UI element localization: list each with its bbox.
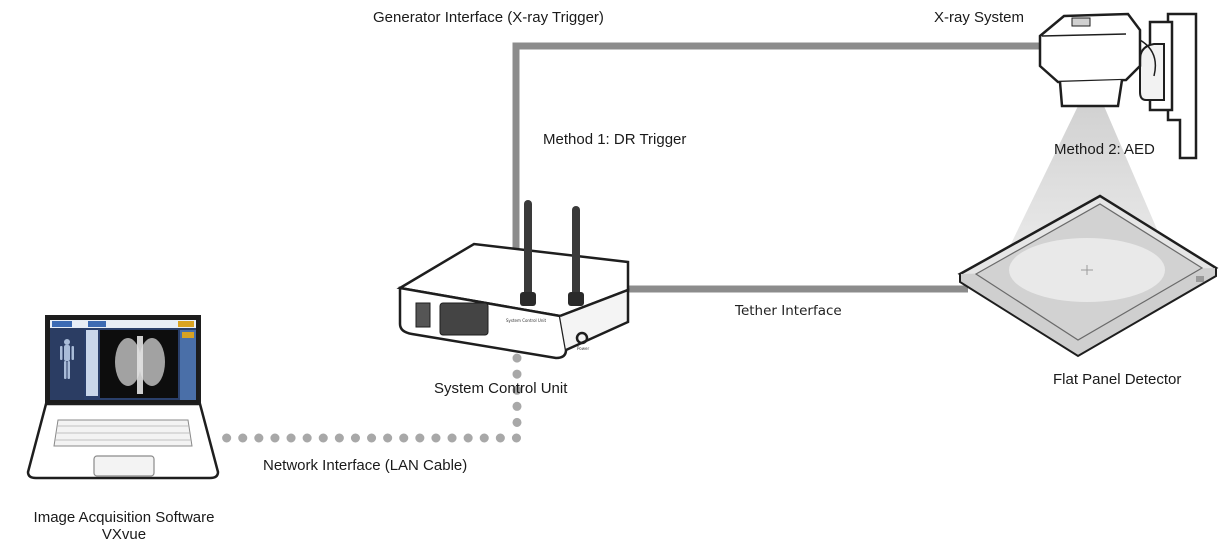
flat-panel-detector-label: Flat Panel Detector — [1053, 371, 1182, 388]
unit-plate-text: System Control Unit — [506, 318, 546, 323]
tether-interface-label: Tether Interface — [735, 303, 842, 319]
system-control-unit-device: System Control Unit Power — [396, 200, 630, 360]
generator-interface-cable — [512, 42, 1040, 252]
body-figure — [60, 339, 74, 379]
system-control-unit-label: System Control Unit — [434, 380, 568, 397]
network-interface-label: Network Interface (LAN Cable) — [263, 457, 468, 474]
software-name-line: Image Acquisition Software — [33, 509, 215, 526]
lan-cable — [207, 353, 522, 443]
software-product-line: VXvue — [101, 526, 147, 543]
xray-system-label: X-ray System — [934, 9, 1025, 26]
generator-interface-label: Generator Interface (X-ray Trigger) — [373, 9, 604, 26]
method-2-label: Method 2: AED — [1054, 141, 1155, 158]
method-1-label: Method 1: DR Trigger — [543, 131, 687, 148]
power-label: Power — [577, 346, 589, 351]
xray-system — [1038, 12, 1198, 160]
flat-panel-detector — [957, 194, 1219, 358]
laptop — [26, 315, 220, 480]
software-label: Image Acquisition Software VXvue — [10, 509, 238, 543]
